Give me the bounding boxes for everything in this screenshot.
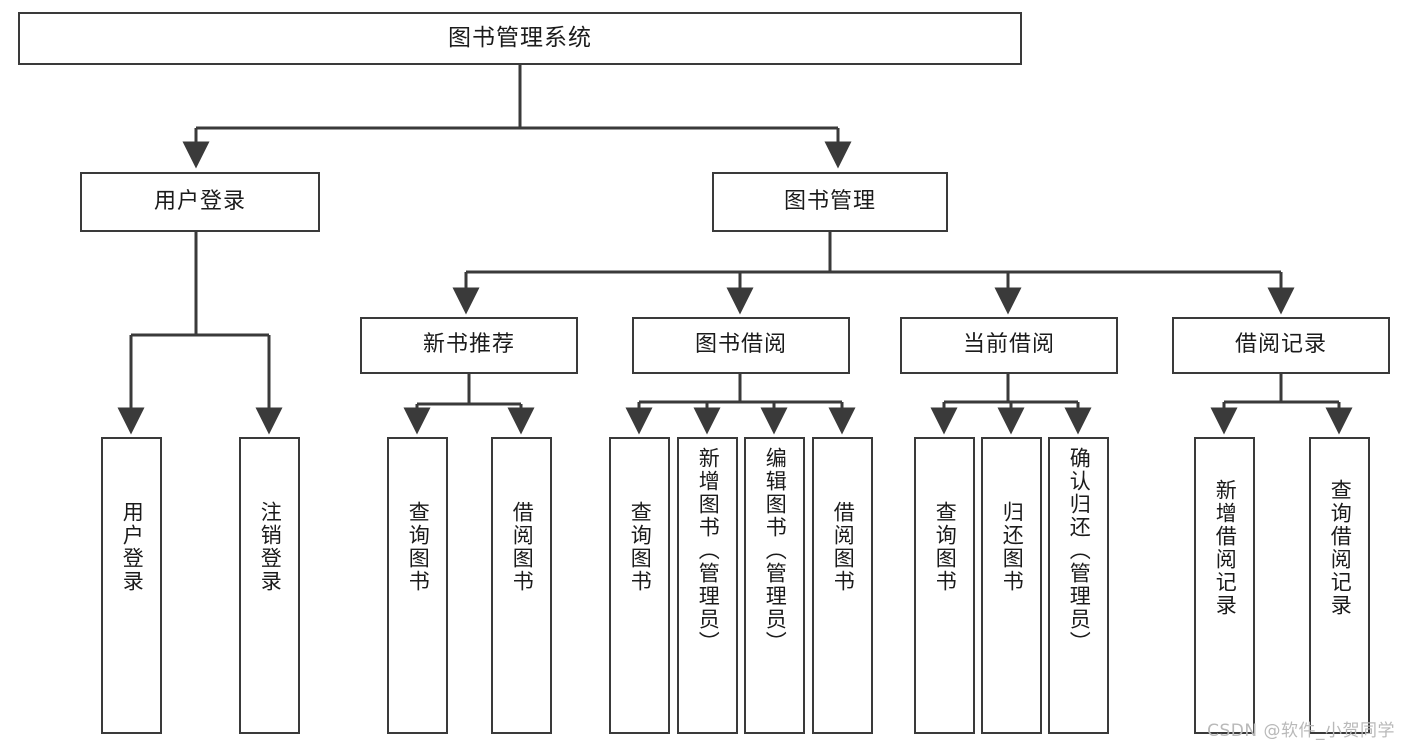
leaf-query-book-2[interactable]: 查询图书 [609,437,670,734]
node-current-borrow-label: 当前借阅 [962,332,1055,358]
csdn-watermark: CSDN @软件_小贺同学 [1207,721,1395,741]
node-book-borrow[interactable]: 图书借阅 [632,317,850,374]
leaf-add-book-label: 新增图书（管理员） [696,447,721,654]
node-root[interactable]: 图书管理系统 [18,12,1022,65]
node-borrow-record-label: 借阅记录 [1234,332,1327,358]
leaf-return-book[interactable]: 归还图书 [981,437,1042,734]
leaf-query-book-1-label: 查询图书 [406,501,431,593]
node-new-book-recommend-label: 新书推荐 [422,332,515,358]
leaf-user-login-label: 用户登录 [120,501,145,593]
leaf-user-login[interactable]: 用户登录 [101,437,162,734]
node-root-label: 图书管理系统 [448,24,592,51]
leaf-query-book-2-label: 查询图书 [628,501,653,593]
node-user-login[interactable]: 用户登录 [80,172,320,232]
leaf-query-record[interactable]: 查询借阅记录 [1309,437,1370,734]
node-book-manage-label: 图书管理 [783,188,876,214]
leaf-edit-book[interactable]: 编辑图书（管理员） [744,437,805,734]
leaf-borrow-book-2[interactable]: 借阅图书 [812,437,873,734]
leaf-add-book[interactable]: 新增图书（管理员） [677,437,738,734]
leaf-user-logout-label: 注销登录 [258,501,283,593]
leaf-add-record[interactable]: 新增借阅记录 [1194,437,1255,734]
node-book-manage[interactable]: 图书管理 [712,172,948,232]
leaf-borrow-book-2-label: 借阅图书 [831,501,856,593]
leaf-confirm-return[interactable]: 确认归还（管理员） [1048,437,1109,734]
leaf-query-book-3-label: 查询图书 [933,501,958,593]
leaf-query-record-label: 查询借阅记录 [1328,479,1353,617]
leaf-user-logout[interactable]: 注销登录 [239,437,300,734]
leaf-query-book-1[interactable]: 查询图书 [387,437,448,734]
leaf-borrow-book-1-label: 借阅图书 [510,501,535,593]
node-user-login-label: 用户登录 [153,188,246,214]
leaf-return-book-label: 归还图书 [1000,501,1025,593]
leaf-add-record-label: 新增借阅记录 [1213,479,1238,617]
node-borrow-record[interactable]: 借阅记录 [1172,317,1390,374]
leaf-edit-book-label: 编辑图书（管理员） [763,447,788,654]
leaf-borrow-book-1[interactable]: 借阅图书 [491,437,552,734]
leaf-confirm-return-label: 确认归还（管理员） [1067,447,1092,654]
node-book-borrow-label: 图书借阅 [694,332,787,358]
node-current-borrow[interactable]: 当前借阅 [900,317,1118,374]
leaf-query-book-3[interactable]: 查询图书 [914,437,975,734]
node-new-book-recommend[interactable]: 新书推荐 [360,317,578,374]
